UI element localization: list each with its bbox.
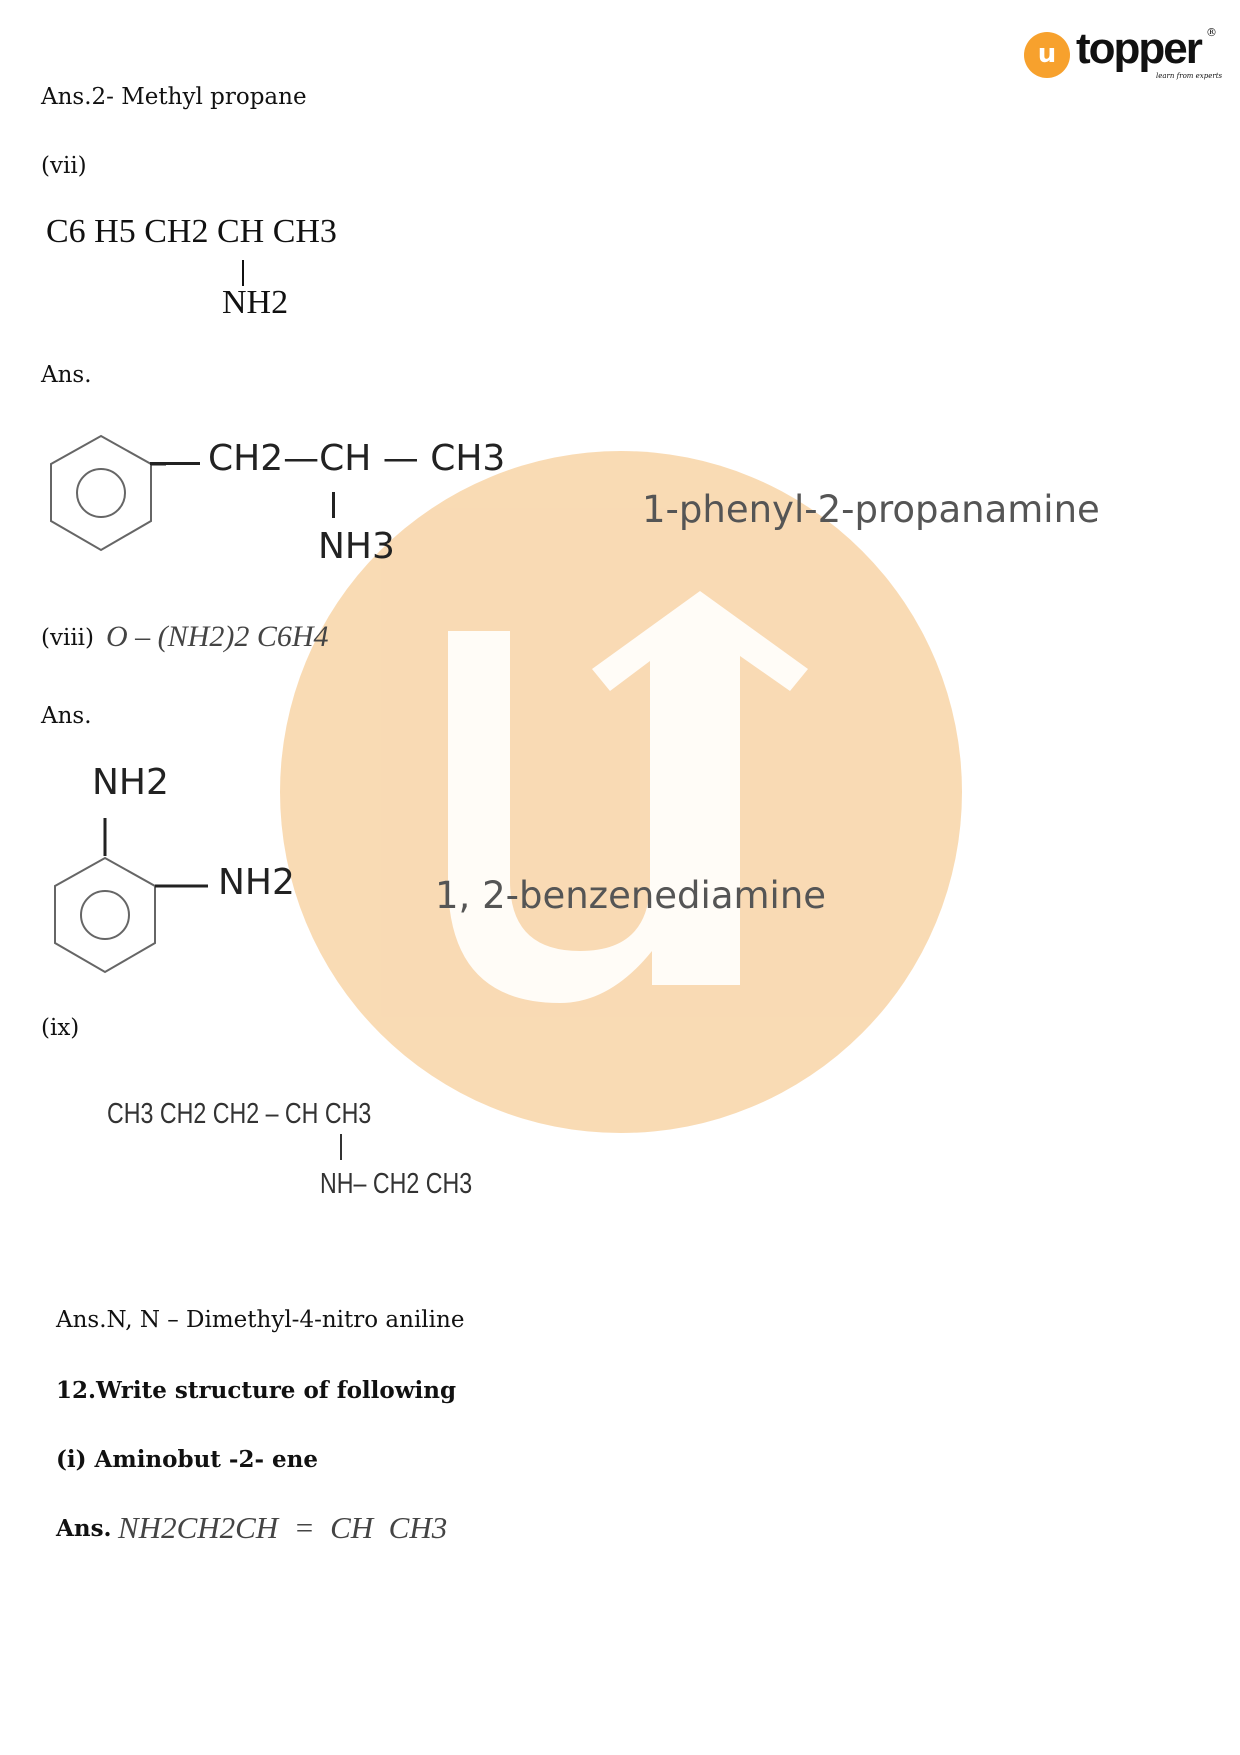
watermark-circle	[280, 451, 962, 1133]
q7-struct-bond	[332, 492, 335, 518]
q7-struct-chain: CH2—CH — CH3	[208, 438, 506, 479]
q7-compound-name: 1-phenyl-2-propanamine	[642, 488, 1100, 531]
q7-struct-branch: NH3	[318, 526, 395, 567]
q7-bond-line	[242, 260, 244, 286]
q9-bond	[340, 1134, 342, 1160]
question-12-i: (i) Aminobut -2- ene	[56, 1446, 319, 1473]
answer-methyl-propane: Ans.2- Methyl propane	[41, 84, 307, 110]
q8-ans-label: Ans.	[41, 703, 92, 729]
q12-ans-label: Ans.	[56, 1515, 112, 1542]
benzene-ring-icon	[50, 434, 166, 552]
q7-formula-main: C6 H5 CH2 CH CH3	[46, 213, 337, 250]
logo-text: topper	[1076, 24, 1203, 73]
question-ix-label: (ix)	[41, 1015, 80, 1041]
question-viii-label: (viii)	[41, 625, 95, 651]
q8-compound-name: 1, 2-benzenediamine	[435, 874, 827, 917]
logo-registered: ®	[1206, 26, 1217, 39]
q8-nh2-top: NH2	[92, 762, 169, 803]
q9-answer: Ans.N, N – Dimethyl-4-nitro aniline	[56, 1307, 465, 1333]
question-12-heading: 12.Write structure of following	[56, 1377, 457, 1404]
q12-ans-formula: NH2CH2CH = CH CH3	[118, 1510, 448, 1545]
q8-nh2-side: NH2	[218, 862, 295, 903]
q9-formula-main: CH3 CH2 CH2 – CH CH3	[107, 1098, 372, 1130]
topper-logo: u topper ® learn from experts	[1024, 24, 1224, 88]
q7-formula-branch: NH2	[222, 284, 289, 321]
benzene-ring-icon	[54, 818, 208, 974]
logo-tagline: learn from experts	[1156, 72, 1223, 80]
q8-formula: O – (NH2)2 C6H4	[106, 620, 329, 653]
q7-ans-label: Ans.	[41, 362, 92, 388]
watermark-u-arrow-icon	[448, 591, 808, 1003]
q9-formula-branch: NH– CH2 CH3	[320, 1168, 473, 1200]
question-vii-label: (vii)	[41, 153, 87, 179]
q7-bond	[150, 462, 200, 465]
logo-u-icon: u	[1024, 32, 1070, 78]
